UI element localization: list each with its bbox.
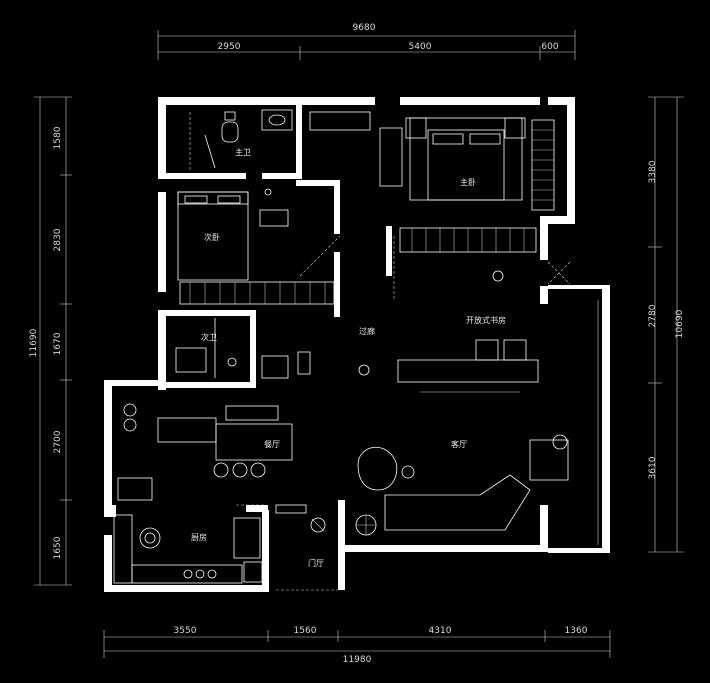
dim-left-1: 1580 — [53, 126, 63, 149]
dim-bottom-4: 1360 — [565, 626, 588, 636]
dim-top-3: 600 — [541, 42, 558, 52]
dim-top-1: 2950 — [218, 42, 241, 52]
dim-top-total: 9680 — [353, 23, 376, 33]
label-kitchen: 厨房 — [191, 532, 207, 542]
master-bath-fixtures — [189, 109, 293, 170]
living-furniture — [355, 300, 599, 545]
dim-right-3: 3610 — [648, 456, 658, 479]
label-foyer: 门厅 — [308, 558, 324, 568]
label-open-study: 开放式书房 — [466, 315, 506, 325]
label-master-bedroom: 主卧 — [460, 177, 476, 187]
dimension-labels: 9680 2950 5400 600 3550 1560 4310 1360 1… — [29, 23, 685, 665]
dim-top-2: 5400 — [409, 42, 432, 52]
dim-left-total: 11690 — [29, 328, 39, 357]
dim-left-2: 2830 — [53, 228, 63, 251]
dining-furniture — [117, 403, 293, 501]
dimension-lines — [34, 30, 684, 658]
label-second-bath: 次卫 — [201, 332, 217, 342]
dim-right-total: 10690 — [675, 309, 685, 338]
study-furniture — [358, 236, 539, 393]
dim-bottom-2: 1560 — [294, 626, 317, 636]
dim-right-1: 3380 — [648, 160, 658, 183]
second-bath-fixtures — [175, 318, 311, 379]
label-master-bath: 主卫 — [235, 147, 251, 157]
label-living: 客厅 — [451, 439, 467, 449]
master-bedroom-furniture — [309, 111, 571, 285]
dim-bottom-total: 11980 — [343, 655, 372, 665]
second-bedroom-furniture — [177, 188, 341, 305]
dim-left-4: 2700 — [53, 430, 63, 453]
dim-right-2: 2780 — [648, 304, 658, 327]
walls — [104, 97, 610, 592]
dim-bottom-3: 4310 — [429, 626, 452, 636]
room-labels: 主卫 主卧 次卧 次卫 过廊 开放式书房 餐厅 客厅 厨房 门厅 — [191, 147, 506, 568]
foyer-furniture — [275, 504, 338, 591]
dim-bottom-1: 3550 — [174, 626, 197, 636]
label-second-bedroom: 次卧 — [204, 232, 220, 242]
kitchen-furniture — [113, 504, 264, 584]
dim-left-5: 1650 — [53, 536, 63, 559]
dim-left-3: 1670 — [53, 332, 63, 355]
label-corridor: 过廊 — [359, 326, 375, 336]
label-dining: 餐厅 — [264, 440, 280, 449]
